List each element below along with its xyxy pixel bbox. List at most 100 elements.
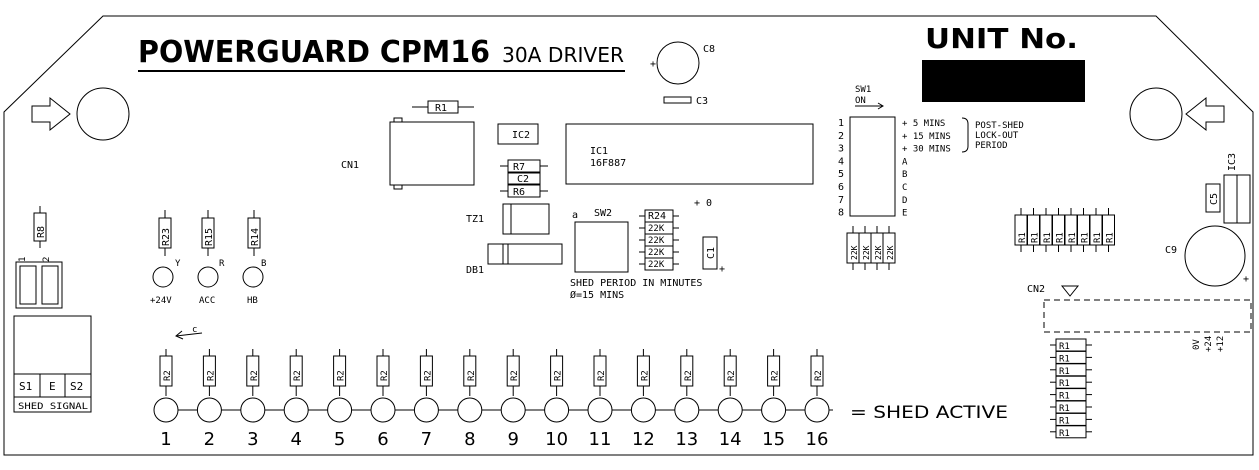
channel-1: R21: [153, 349, 198, 450]
r1-horizontal-label: R1: [1059, 429, 1070, 439]
cn2-label: CN2: [1027, 284, 1045, 295]
channel-led: [717, 397, 743, 423]
sw1-resistor: 22K: [858, 226, 872, 270]
r1-vertical: R1: [1064, 208, 1078, 252]
sw2-body: [574, 221, 629, 273]
c8-label: C8: [703, 44, 715, 55]
led-24v: [152, 266, 174, 288]
r23-label: R23: [161, 228, 172, 246]
channel-strip: R21R22R23R24R25R26R27R28R29R210R211R212R…: [153, 349, 833, 450]
channel-led: [153, 397, 179, 423]
sw1-on-label: ON: [855, 96, 866, 106]
r1-vertical-label: R1: [1018, 232, 1028, 243]
channel-resistor-label: R2: [684, 370, 694, 381]
r1-vertical-label: R1: [1031, 232, 1041, 243]
sw1-position: 4: [838, 156, 844, 167]
channel-6: R26: [370, 349, 415, 450]
resistor-r14: R14: [247, 210, 261, 256]
sw1-position: 8: [838, 208, 844, 219]
terminal-s1: S1: [19, 380, 32, 393]
r1-horizontal-label: R1: [1059, 354, 1070, 364]
r1-horizontal: R1: [1050, 375, 1092, 389]
channel-3: R23: [240, 349, 285, 450]
sw2-resistor: 22K: [639, 233, 679, 247]
ic1-label: IC1: [590, 146, 608, 157]
c5-label: C5: [1209, 193, 1220, 205]
r1-vertical-label: R1: [1043, 232, 1053, 243]
channel-led: [327, 397, 353, 423]
r1-vertical-label: R1: [1068, 232, 1078, 243]
shed-active-legend: = SHED ACTIVE: [850, 403, 1008, 423]
sw2-resistor-label: 22K: [648, 260, 665, 270]
r1-vertical-label: R1: [1056, 232, 1066, 243]
channel-resistor-label: R2: [510, 370, 520, 381]
sw1-resistor-label: 22K: [850, 245, 859, 260]
sw1-option: D: [902, 196, 907, 206]
channel-number: 7: [421, 429, 432, 450]
connector-cn2: [1043, 299, 1252, 333]
sw2-resistor: 22K: [639, 221, 679, 235]
resistor-r15: R15: [201, 210, 215, 256]
r1-vertical-label: R1: [1093, 232, 1103, 243]
channel-led: [761, 397, 787, 423]
led-acc-color: R: [219, 259, 225, 269]
channel-number: 10: [545, 429, 568, 450]
cn2-0v: 0V: [1192, 339, 1202, 350]
led-24v-color: Y: [175, 259, 181, 269]
sw1-resistor-label: 22K: [862, 245, 871, 260]
channel-8: R28: [457, 349, 502, 450]
shed-period-line2: Ø=15 MINS: [570, 289, 624, 301]
r1-horizontal: R1: [1050, 412, 1092, 426]
tz1-label: TZ1: [466, 214, 484, 225]
sw1-position: 2: [838, 131, 844, 142]
ic1-body: [565, 123, 814, 185]
channel-resistor-label: R2: [727, 370, 737, 381]
mounting-hole-left: [76, 87, 130, 141]
r1-horizontal: R1: [1050, 363, 1092, 377]
channel-4: R24: [283, 349, 328, 450]
channel-resistor-label: R2: [293, 370, 303, 381]
led-hb-label: HB: [247, 296, 258, 306]
channel-resistor-label: R2: [814, 370, 824, 381]
sw2-label: SW2: [594, 208, 612, 219]
sw1-option: A: [902, 157, 908, 167]
sw1-body: [849, 116, 896, 217]
r14-label: R14: [250, 228, 261, 246]
c1-label: C1: [706, 247, 717, 259]
capacitor-c3: [663, 96, 692, 104]
channel-led: [457, 397, 483, 423]
channel-9: R29: [500, 349, 545, 450]
sw1-note-line1: POST-SHED: [975, 121, 1024, 131]
shed-signal-label: SHED SIGNAL: [18, 402, 88, 412]
sw1-position: 6: [838, 182, 844, 193]
channel-led: [283, 397, 309, 423]
led-24v-label: +24V: [150, 296, 172, 306]
sw1-option: E: [902, 209, 907, 219]
channel-2: R22: [196, 349, 241, 450]
pin-1-label: 1: [18, 257, 28, 262]
jumper-block: [15, 261, 63, 309]
sw1-resistor-label: 22K: [886, 245, 895, 260]
channel-number: 8: [464, 429, 475, 450]
sw1-position: 5: [838, 169, 844, 180]
pin-2-label: 2: [42, 257, 52, 262]
sw1-position: 1: [838, 118, 844, 129]
r1-horizontal-label: R1: [1059, 416, 1070, 426]
r24-label: R24: [648, 211, 666, 222]
channel-led: [370, 397, 396, 423]
unit-number-label: UNIT No.: [925, 22, 1078, 55]
ic1-part-number: 16F887: [590, 158, 626, 169]
resistor-r8: R8: [33, 206, 47, 248]
sw2-a-label: a: [572, 210, 578, 221]
shed-signal-terminal: [13, 315, 92, 413]
channel-led: [500, 397, 526, 423]
sw1-resistor: 22K: [870, 226, 884, 270]
sw1-option: C: [902, 183, 907, 193]
board-subtitle: 30A DRIVER: [502, 43, 624, 67]
channel-led: [674, 397, 700, 423]
r6-label: R6: [513, 187, 525, 198]
